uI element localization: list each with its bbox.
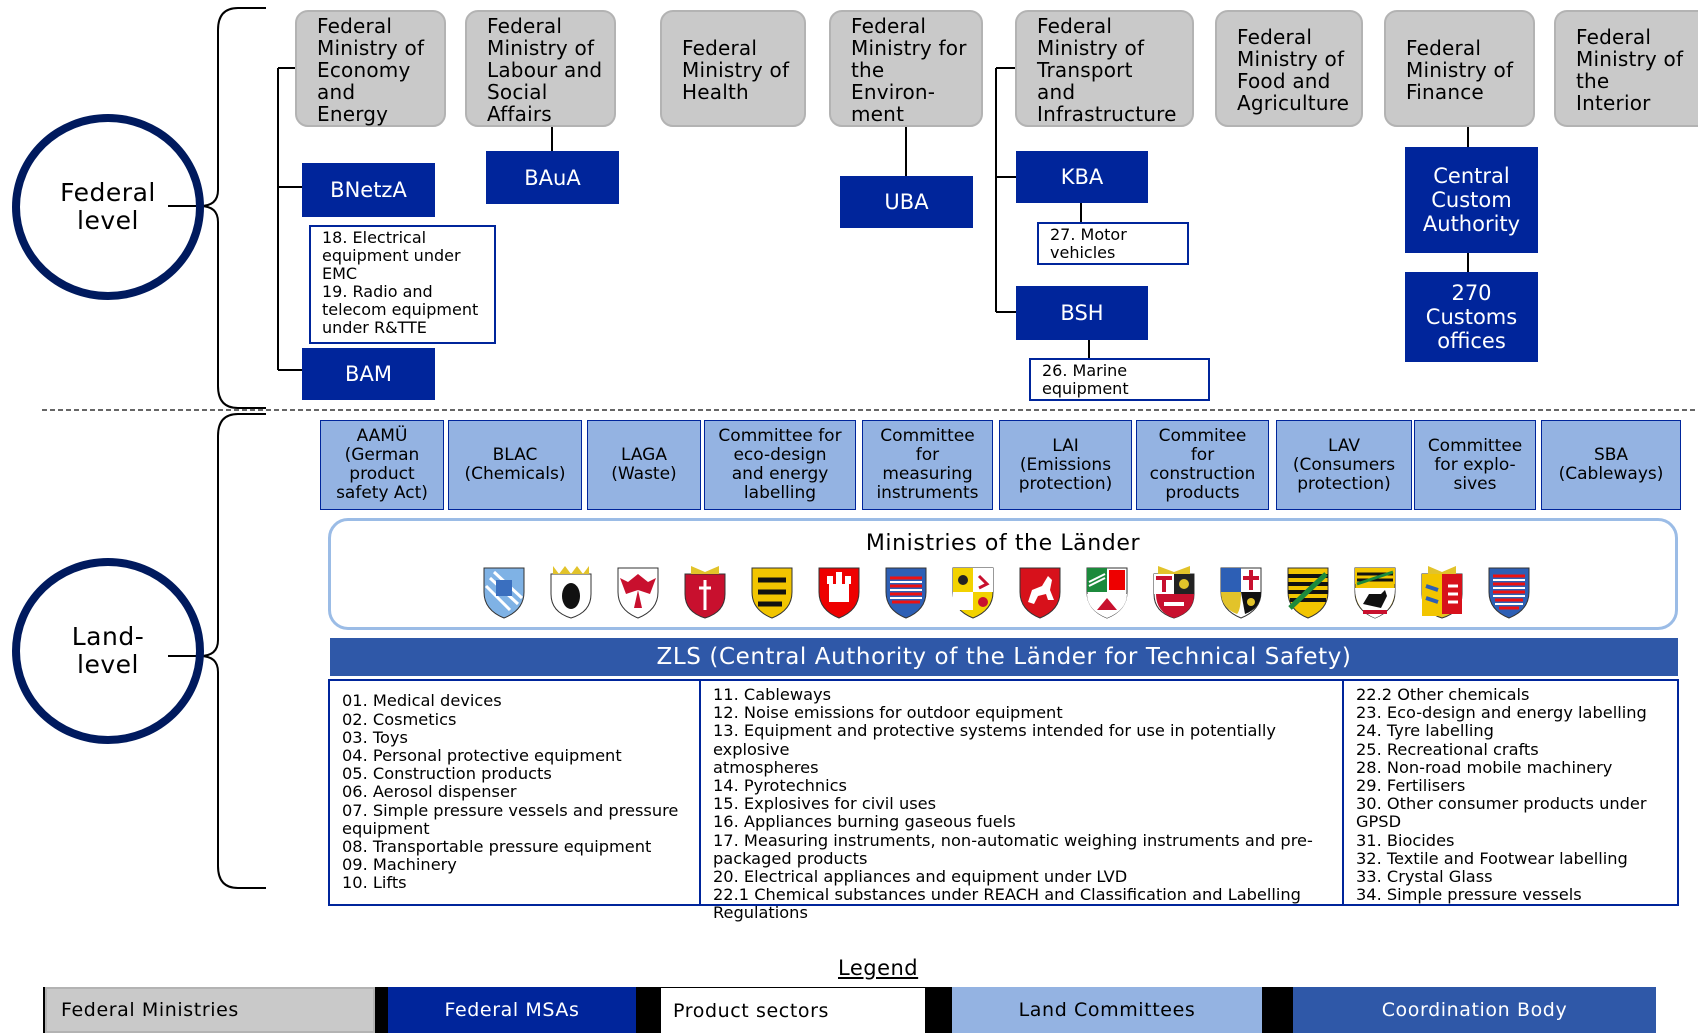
msa-bam: BAM [302, 348, 435, 400]
saxony-anhalt-crest [1354, 567, 1396, 619]
committee-aamue: AAMÜ (German product safety Act) [320, 420, 444, 510]
list-item: 09. Machinery [342, 855, 457, 875]
list-item: 13. Equipment and protective systems int… [713, 721, 1276, 777]
list-item: 22.2 Other chemicals [1356, 685, 1530, 704]
bremen-crest [684, 566, 726, 619]
land-level-circle: Land- level [12, 558, 204, 744]
sector-bnetza: 18. Electrical equipment under EMC 19. R… [309, 225, 496, 344]
list-item: 20. Electrical appliances and equipment … [713, 867, 1128, 887]
laender-crests [480, 564, 1560, 620]
msa-customs-offices: 270 Customs offices [1405, 272, 1538, 362]
brandenburg-crest [617, 567, 659, 619]
thuringia-crest [1488, 567, 1530, 619]
msa-bnetza: BNetzA [302, 163, 435, 217]
committee-blac: BLAC (Chemicals) [448, 420, 582, 510]
list-item: 16. Appliances burning gaseous fuels [713, 812, 1016, 832]
list-item: 24. Tyre labelling [1356, 721, 1494, 741]
hesse-crest [885, 567, 927, 619]
list-item: 11. Cableways [713, 685, 832, 704]
legend-coordination-body: Coordination Body [1293, 987, 1656, 1033]
saarland-crest [1220, 567, 1262, 619]
msa-bsh: BSH [1016, 286, 1148, 340]
land-sectors-col2: 11. Cableways 12. Noise emissions for ou… [699, 679, 1344, 922]
ministry-economy: Federal Ministry of Economy and Energy [295, 10, 446, 127]
list-item: 02. Cosmetics [342, 709, 457, 729]
baden-wuerttemberg-crest [751, 567, 793, 619]
committee-explosives: Committee for explo- sives [1414, 420, 1536, 510]
committee-construction: Commitee for construction products [1136, 420, 1269, 510]
rhineland-palatinate-crest [1153, 566, 1195, 619]
committee-eco-design: Committee for eco-design and energy labe… [704, 420, 856, 510]
legend-federal-ministries: Federal Ministries [45, 987, 375, 1033]
committee-laga: LAGA (Waste) [587, 420, 701, 510]
list-item: 01. Medical devices [342, 691, 502, 711]
list-item: 22.1 Chemical substances under REACH and… [713, 885, 1301, 923]
ministry-interior: Federal Ministry of the Interior [1554, 10, 1698, 127]
list-item: 23. Eco-design and energy labelling [1356, 703, 1647, 723]
list-item: 12. Noise emissions for outdoor equipmen… [713, 703, 1063, 723]
list-item: 06. Aerosol dispenser [342, 782, 517, 802]
zls-bar: ZLS (Central Authority of the Länder for… [330, 638, 1678, 676]
committee-measuring: Committee for measuring instruments [862, 420, 993, 510]
legend-product-sectors: Product sectors [661, 987, 925, 1033]
land-sectors-col3: 22.2 Other chemicals 23. Eco-design and … [1342, 679, 1679, 906]
hamburg-crest [818, 567, 860, 619]
list-item: 33. Crystal Glass [1356, 867, 1493, 887]
laender-title: Ministries of the Länder [865, 531, 1141, 556]
list-item: 10. Lifts [342, 873, 407, 893]
lower-saxony-crest [1019, 567, 1061, 619]
list-item: 31. Biocides [1356, 830, 1455, 850]
list-item: 17. Measuring instruments, non-automatic… [713, 830, 1313, 868]
federal-brace [199, 7, 266, 409]
committee-sba: SBA (Cableways) [1541, 420, 1681, 510]
sector-bsh: 26. Marine equipment [1029, 358, 1210, 401]
list-item: 32. Textile and Footwear labelling [1356, 848, 1628, 868]
ministry-finance: Federal Ministry of Finance [1384, 10, 1535, 127]
legend-title: Legend [838, 956, 919, 980]
list-item: 15. Explosives for civil uses [713, 794, 937, 814]
list-item: 03. Toys [342, 727, 408, 747]
msa-baua: BAuA [486, 151, 619, 204]
msa-kba: KBA [1016, 151, 1148, 203]
ministry-transport: Federal Ministry of Transport and Infras… [1015, 10, 1194, 127]
mecklenburg-crest [952, 567, 994, 619]
legend-federal-msas: Federal MSAs [388, 987, 636, 1033]
ministry-health: Federal Ministry of Health [660, 10, 806, 127]
schleswig-holstein-crest [1421, 566, 1463, 619]
msa-uba: UBA [840, 176, 973, 228]
msa-central-custom-authority: Central Custom Authority [1405, 147, 1538, 253]
list-item: 05. Construction products [342, 764, 552, 784]
list-item: 30. Other consumer products under GPSD [1356, 794, 1647, 832]
committee-lai: LAI (Emissions protection) [999, 420, 1132, 510]
nrw-crest [1086, 567, 1128, 619]
list-item: 07. Simple pressure vessels and pressure… [342, 800, 679, 838]
land-brace [199, 413, 266, 889]
saxony-crest [1287, 567, 1329, 619]
list-item: 14. Pyrotechnics [713, 776, 847, 796]
ministry-food: Federal Ministry of Food and Agriculture [1215, 10, 1363, 127]
list-item: 29. Fertilisers [1356, 776, 1466, 796]
list-item: 34. Simple pressure vessels [1356, 885, 1582, 905]
list-item: 28. Non-road mobile machinery [1356, 757, 1613, 777]
berlin-crest [550, 566, 592, 619]
bavaria-crest [483, 567, 525, 619]
land-sectors-col1: 01. Medical devices 02. Cosmetics 03. To… [328, 679, 701, 906]
committee-lav: LAV (Consumers protection) [1276, 420, 1412, 510]
ministry-environment: Federal Ministry for the Environ- ment [829, 10, 983, 127]
legend-land-committees: Land Committees [952, 987, 1262, 1033]
list-item: 08. Transportable pressure equipment [342, 837, 652, 856]
list-item: 25. Recreational crafts [1356, 739, 1539, 759]
ministry-labour: Federal Ministry of Labour and Social Af… [465, 10, 616, 127]
federal-level-circle: Federal level [12, 114, 204, 300]
list-item: 04. Personal protective equipment [342, 745, 622, 765]
sector-kba: 27. Motor vehicles [1037, 222, 1189, 265]
